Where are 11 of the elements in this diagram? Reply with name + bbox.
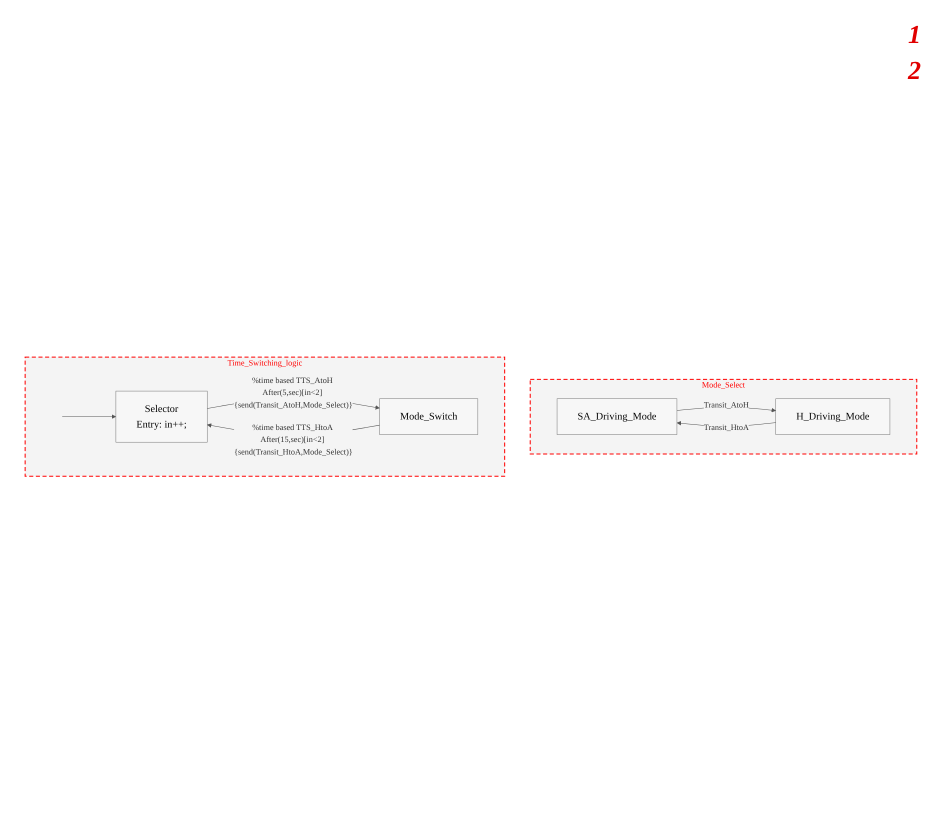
edge-label: Transit_AtoH xyxy=(703,401,748,410)
edge-label: %time based TTS_AtoH After(5,sec)[in<2] {send(Transit_AtoH,Mode_Select)} xyxy=(234,376,352,410)
node-box: SA_Driving_Mode xyxy=(556,398,677,436)
node-box: Mode_Switch xyxy=(378,398,478,436)
state-number: 2 xyxy=(908,56,921,86)
arrow xyxy=(62,414,116,420)
edge-label: %time based TTS_HtoA After(15,sec)[in<2] {send(Transit_HtoA,Mode_Select)} xyxy=(234,424,352,457)
state-number: 1 xyxy=(908,20,921,50)
node-box: H_Driving_Mode xyxy=(775,398,890,436)
edge-label: Transit_HtoA xyxy=(703,424,748,432)
node-box: Selector Entry: in++; xyxy=(115,391,208,443)
